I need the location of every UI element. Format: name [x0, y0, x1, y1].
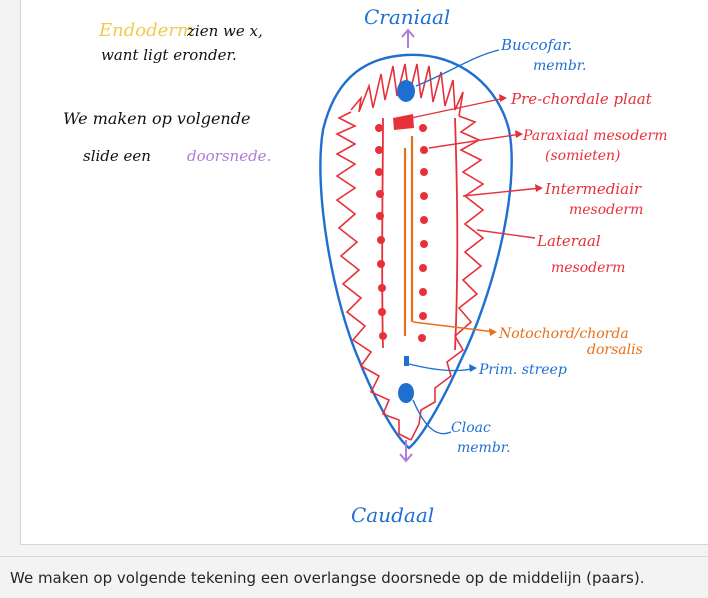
- label-paraxial-2: (somieten): [545, 148, 621, 164]
- note-endoderm: Endoderm: [98, 20, 194, 41]
- embryo-drawing: Endoderm zien we x, want ligt eronder. W…: [21, 0, 708, 545]
- arrow-down-icon: [400, 440, 412, 461]
- notochord-lines: [405, 136, 412, 336]
- label-cloac-2: membr.: [457, 440, 510, 456]
- buccopharyngeal-membrane: [397, 80, 415, 102]
- label-prim-streak: Prim. streep: [478, 362, 567, 378]
- label-bucco-1: Buccofar.: [500, 36, 572, 54]
- label-intermediate-2: mesoderm: [569, 202, 643, 218]
- note-eronder: want ligt eronder.: [101, 46, 237, 64]
- speaker-notes-pane[interactable]: We maken op volgende tekening een overla…: [0, 556, 708, 598]
- label-lateral-1: Lateraal: [536, 232, 601, 250]
- label-caudaal: Caudaal: [351, 503, 434, 527]
- note-volgende: We maken op volgende: [63, 109, 250, 128]
- label-prechordal: Pre-chordale plaat: [510, 90, 653, 108]
- streak-arrowhead: [469, 364, 477, 372]
- notochord-arrowhead: [489, 328, 497, 336]
- label-bucco-2: membr.: [533, 58, 586, 74]
- note-zien: zien we x,: [186, 22, 263, 40]
- speaker-notes-text[interactable]: We maken op volgende tekening een overla…: [10, 569, 645, 587]
- label-notochord-2: dorsalis: [587, 342, 643, 358]
- label-cloac-1: Cloac: [451, 420, 491, 436]
- label-lateral-2: mesoderm: [551, 260, 625, 276]
- prechordal-plate: [393, 114, 414, 130]
- arrow-up-icon: [402, 30, 414, 48]
- note-doorsnede: doorsnede.: [187, 147, 271, 165]
- slide-canvas[interactable]: Endoderm zien we x, want ligt eronder. W…: [20, 0, 708, 545]
- label-notochord-1: Notochord/chorda: [498, 326, 629, 342]
- label-intermediate-1: Intermediair: [544, 180, 642, 198]
- primitive-streak: [404, 356, 409, 366]
- note-slide-een: slide een: [83, 147, 151, 165]
- cloacal-membrane: [398, 383, 414, 403]
- label-craniaal: Craniaal: [364, 5, 450, 29]
- label-paraxial-1: Paraxiaal mesoderm: [522, 128, 668, 144]
